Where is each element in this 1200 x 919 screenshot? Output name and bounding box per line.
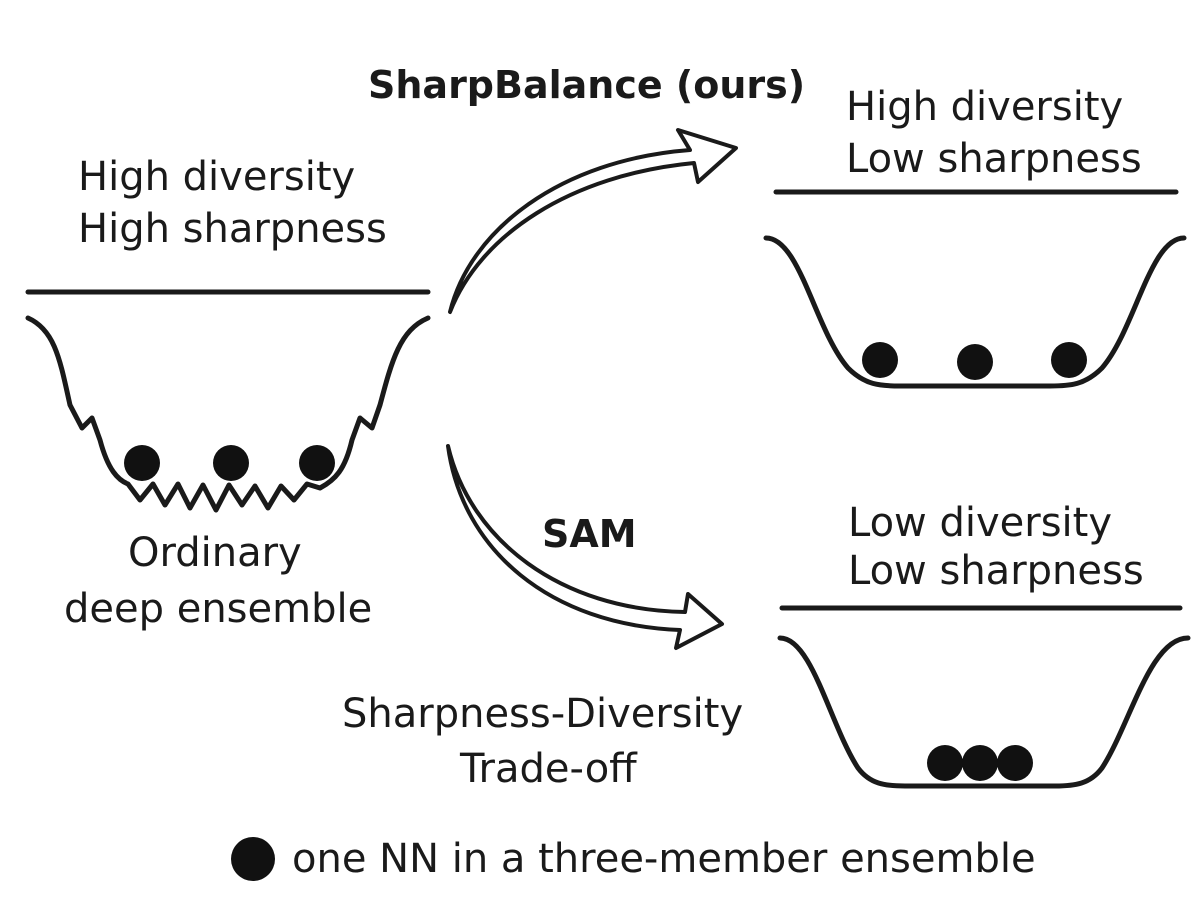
top-right-ensemble-member-2 bbox=[957, 344, 993, 380]
bottom-right-basin-group: Low diversity Low sharpness bbox=[777, 500, 1191, 789]
top-right-label-line1: High diversity bbox=[846, 84, 1123, 130]
top-right-basin-group: High diversity Low sharpness bbox=[763, 84, 1187, 389]
top-right-label-line2: Low sharpness bbox=[846, 136, 1142, 182]
sam-label: SAM bbox=[542, 512, 637, 556]
bottom-right-label-line1: Low diversity bbox=[848, 500, 1112, 546]
tradeoff-label-line1: Sharpness-Diversity bbox=[342, 691, 743, 737]
bottom-right-label-line2: Low sharpness bbox=[848, 548, 1144, 594]
sam-arrow bbox=[446, 444, 724, 650]
left-bottom-label-line1: Ordinary bbox=[128, 530, 302, 576]
bottom-right-ensemble-member-2 bbox=[962, 745, 998, 781]
tradeoff-label-line2: Trade-off bbox=[459, 746, 638, 792]
left-bottom-label-line2: deep ensemble bbox=[64, 586, 372, 632]
sharpbalance-arrow bbox=[448, 128, 738, 314]
bottom-right-basin-curve bbox=[777, 635, 1191, 789]
left-ensemble-member-2 bbox=[213, 445, 249, 481]
legend-text: one NN in a three-member ensemble bbox=[292, 836, 1036, 882]
bottom-right-ensemble-member-1 bbox=[927, 745, 963, 781]
diagram-title: SharpBalance (ours) bbox=[368, 63, 805, 107]
left-basin-group: High diversity High sharpness Ordinary d… bbox=[25, 154, 431, 632]
legend: one NN in a three-member ensemble bbox=[231, 836, 1036, 882]
left-top-label-line1: High diversity bbox=[78, 154, 355, 200]
left-basin-curve bbox=[25, 315, 431, 513]
left-ensemble-member-1 bbox=[124, 445, 160, 481]
bottom-right-ensemble-member-3 bbox=[997, 745, 1033, 781]
top-right-basin-curve bbox=[763, 235, 1187, 389]
top-right-ensemble-member-3 bbox=[1051, 342, 1087, 378]
left-top-label-line2: High sharpness bbox=[78, 206, 387, 252]
top-right-ensemble-member-1 bbox=[862, 342, 898, 378]
legend-dot-icon bbox=[231, 837, 275, 881]
left-ensemble-member-3 bbox=[299, 445, 335, 481]
